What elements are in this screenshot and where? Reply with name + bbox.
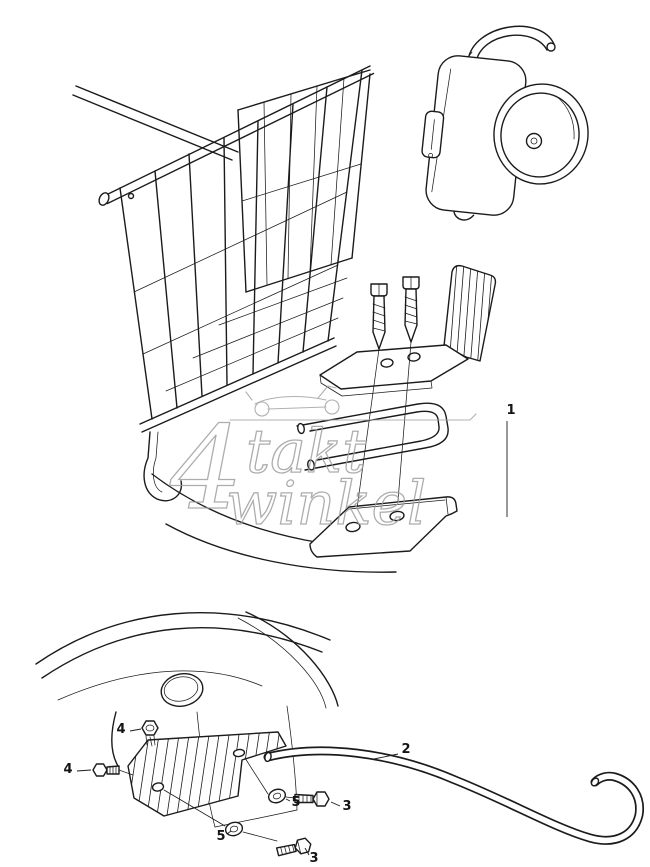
- fender-and-stay-assembly: [35, 611, 645, 857]
- callout-leader-3: [304, 847, 310, 856]
- callout-4: 4: [63, 762, 72, 777]
- wire-basket: [72, 65, 397, 573]
- watermark: 4 takt winkel: [168, 385, 477, 540]
- carrier-bracket-assembly: [296, 264, 497, 558]
- callout-leader-3: [330, 801, 341, 807]
- hex-bolt: [294, 791, 330, 807]
- callout-5: 5: [216, 829, 225, 844]
- callout-leader-4: [129, 728, 142, 732]
- callout-layer: 1 2 3 3 4 4 5 5: [63, 403, 515, 866]
- callout-5: 5: [291, 795, 300, 810]
- callout-leader-5: [285, 798, 291, 802]
- washer: [224, 821, 244, 837]
- hex-bolt: [92, 763, 134, 777]
- callout-3: 3: [342, 799, 351, 814]
- bracket-flange: [443, 264, 497, 362]
- mounting-screw: [402, 276, 420, 343]
- callout-3: 3: [309, 851, 318, 866]
- frame-hole: [160, 673, 204, 707]
- lower-clamp-plate: [309, 496, 458, 558]
- washer: [267, 788, 287, 804]
- mounting-screw: [370, 283, 388, 350]
- lamp-lens: [493, 83, 589, 185]
- watermark-word2: winkel: [226, 469, 426, 539]
- stay-bracket: [127, 731, 287, 817]
- callout-1: 1: [506, 403, 515, 418]
- watermark-numeral: 4: [169, 402, 243, 536]
- callout-2: 2: [401, 742, 410, 757]
- callout-4: 4: [116, 722, 125, 737]
- hex-bolt: [275, 837, 312, 857]
- callout-leader-4: [76, 769, 92, 772]
- callout-leader-2: [373, 753, 399, 760]
- callout-leader-5: [226, 830, 232, 835]
- bracket-plate: [319, 344, 469, 390]
- headlamp-unit: [421, 25, 589, 221]
- carrier-tube: [296, 402, 449, 471]
- watermark-word1: takt: [246, 417, 367, 487]
- hex-nut: [141, 720, 159, 747]
- stay-bar: [263, 746, 645, 845]
- scooter-doodle-icon: [245, 385, 340, 417]
